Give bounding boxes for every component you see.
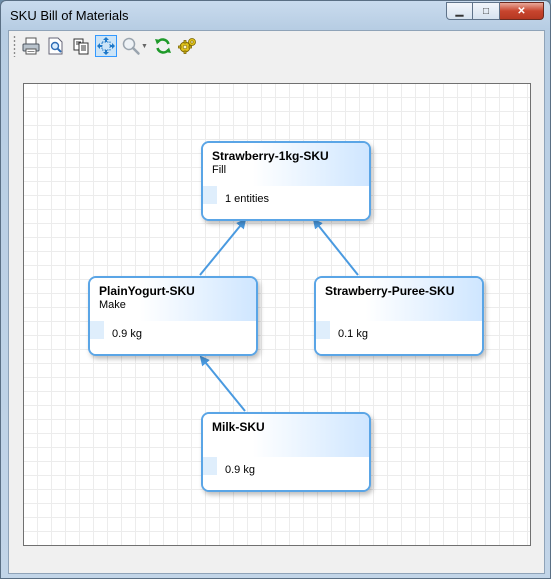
copy-button[interactable] bbox=[70, 35, 92, 57]
node-body: 1 entities bbox=[203, 186, 369, 219]
caption-buttons: ▁ □ ✕ bbox=[446, 2, 544, 21]
toolbar-grip[interactable] bbox=[13, 35, 16, 57]
print-preview-icon bbox=[48, 37, 63, 55]
node-value: 0.9 kg bbox=[225, 464, 255, 476]
node-header: PlainYogurt-SKU Make bbox=[90, 278, 256, 321]
node-title: Milk-SKU bbox=[212, 420, 265, 434]
maximize-icon: □ bbox=[482, 5, 490, 17]
node-row-marker bbox=[316, 321, 330, 339]
node-strawberry-puree-sku[interactable]: Strawberry-Puree-SKU 0.1 kg bbox=[314, 276, 484, 356]
node-value: 1 entities bbox=[225, 193, 270, 205]
node-role: Make bbox=[99, 299, 126, 311]
minimize-icon: ▁ bbox=[455, 5, 464, 17]
node-title: Strawberry-1kg-SKU bbox=[212, 149, 329, 163]
maximize-button[interactable]: □ bbox=[473, 2, 500, 20]
settings-button[interactable] bbox=[177, 35, 199, 57]
zoom-icon bbox=[122, 37, 140, 55]
node-body: 0.9 kg bbox=[90, 321, 256, 354]
copy-icon bbox=[73, 38, 89, 55]
edges-layer bbox=[199, 218, 359, 412]
edge-plainyogurt-to-strawberry1kg bbox=[199, 218, 247, 276]
node-body: 0.9 kg bbox=[203, 457, 369, 490]
title-bar[interactable]: SKU Bill of Materials ▁ □ ✕ bbox=[1, 1, 550, 29]
settings-gears-icon bbox=[178, 38, 196, 54]
node-title: PlainYogurt-SKU bbox=[99, 284, 195, 298]
edge-puree-to-strawberry1kg bbox=[312, 218, 359, 276]
node-milk-sku[interactable]: Milk-SKU 0.9 kg bbox=[201, 412, 371, 492]
print-button[interactable] bbox=[20, 35, 42, 57]
fit-to-window-button[interactable] bbox=[95, 35, 117, 57]
minimize-button[interactable]: ▁ bbox=[446, 2, 473, 20]
node-header: Milk-SKU bbox=[203, 414, 369, 457]
node-header: Strawberry-1kg-SKU Fill bbox=[203, 143, 369, 186]
window-title: SKU Bill of Materials bbox=[10, 8, 129, 23]
client-area: ▼ bbox=[8, 30, 545, 574]
print-preview-button[interactable] bbox=[45, 35, 67, 57]
zoom-dropdown-icon[interactable]: ▼ bbox=[141, 42, 148, 50]
node-value: 0.9 kg bbox=[112, 328, 142, 340]
node-plainyogurt-sku[interactable]: PlainYogurt-SKU Make 0.9 kg bbox=[88, 276, 258, 356]
fit-to-window-icon bbox=[97, 37, 115, 55]
node-value: 0.1 kg bbox=[338, 328, 368, 340]
node-row-marker bbox=[203, 186, 217, 204]
node-row-marker bbox=[90, 321, 104, 339]
node-header: Strawberry-Puree-SKU bbox=[316, 278, 482, 321]
node-body: 0.1 kg bbox=[316, 321, 482, 354]
close-button[interactable]: ✕ bbox=[500, 2, 544, 20]
zoom-button[interactable] bbox=[120, 35, 142, 57]
node-row-marker bbox=[203, 457, 217, 475]
node-strawberry-1kg-sku[interactable]: Strawberry-1kg-SKU Fill 1 entities bbox=[201, 141, 371, 221]
node-title: Strawberry-Puree-SKU bbox=[325, 284, 455, 298]
diagram-canvas[interactable]: Strawberry-1kg-SKU Fill 1 entities Plain… bbox=[23, 83, 531, 546]
node-role: Fill bbox=[212, 164, 227, 176]
print-icon bbox=[22, 37, 40, 55]
refresh-icon bbox=[155, 38, 171, 54]
close-icon: ✕ bbox=[517, 5, 526, 17]
refresh-button[interactable] bbox=[152, 35, 174, 57]
toolbar: ▼ bbox=[9, 31, 544, 61]
edge-milk-to-plainyogurt bbox=[199, 355, 246, 412]
